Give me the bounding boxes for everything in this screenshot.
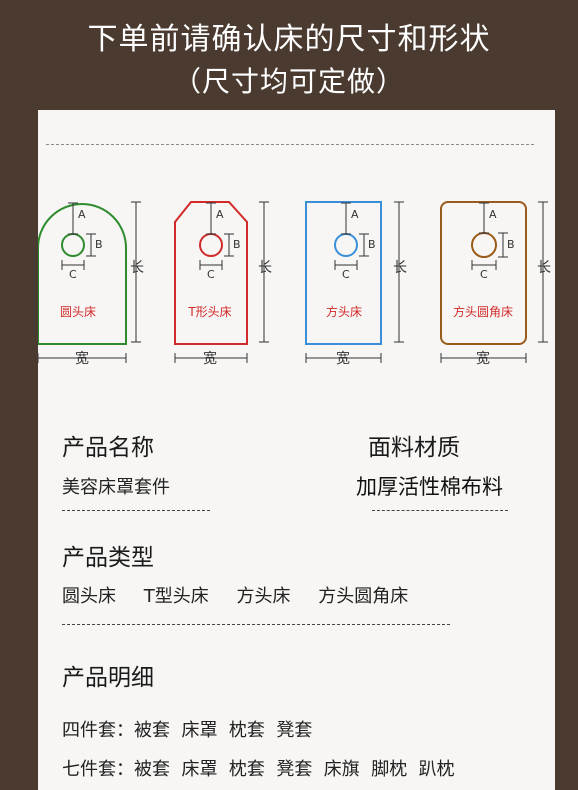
svg-text:A: A (489, 208, 497, 221)
face-hole (61, 233, 85, 257)
product-type-item: 方头床 (236, 586, 291, 607)
bed-label: 方头床 (326, 304, 362, 319)
product-type-heading: 产品类型 (62, 545, 154, 571)
svg-text:长: 长 (537, 260, 551, 276)
svg-text:A: A (351, 208, 359, 221)
svg-text:宽: 宽 (203, 350, 217, 367)
face-hole (199, 233, 223, 257)
bed-diagram-rounded-square-head: A B C 长 宽 方头圆角床 (440, 201, 551, 367)
bed-outline (174, 201, 248, 345)
svg-text:C: C (342, 268, 350, 281)
svg-text:B: B (368, 238, 376, 251)
dim-a-label: A (78, 208, 86, 221)
svg-text:宽: 宽 (336, 350, 350, 367)
face-hole (471, 232, 497, 258)
dim-width-label: 宽 (75, 350, 89, 367)
product-name-divider (62, 510, 210, 511)
bed-diagram-square-head: A B C 长 宽 方头床 (305, 201, 407, 367)
svg-text:C: C (207, 268, 215, 281)
bed-diagram-round-head: A B C 长 宽 圆头床 (38, 201, 144, 367)
bed-outline (440, 201, 527, 345)
svg-text:B: B (507, 238, 515, 251)
svg-text:长: 长 (258, 260, 272, 276)
details-heading: 产品明细 (62, 665, 154, 691)
bed-shape-diagrams: A B C 长 宽 圆头床 A B C 长 宽 T形头床 (38, 201, 551, 367)
bed-label: 圆头床 (60, 305, 96, 319)
dim-c-label: C (69, 268, 77, 281)
details-line-four-piece: 四件套：被套 床罩 枕套 凳套 (62, 720, 313, 741)
svg-text:长: 长 (393, 260, 407, 276)
product-name-value: 美容床罩套件 (62, 477, 170, 498)
product-type-divider (62, 624, 450, 625)
details-line-seven-piece: 七件套：被套 床罩 枕套 凳套 床旗 脚枕 趴枕 (62, 759, 455, 780)
bed-label: 方头圆角床 (453, 304, 513, 319)
header-banner: 下单前请确认床的尺寸和形状 （尺寸均可定做） (0, 0, 578, 110)
page-title: 下单前请确认床的尺寸和形状 (87, 22, 491, 57)
bed-outline (305, 201, 382, 345)
dim-length-label: 长 (130, 260, 144, 276)
bed-label: T形头床 (187, 305, 231, 319)
bed-diagram-t-head: A B C 长 宽 T形头床 (174, 201, 272, 367)
dim-b-label: B (95, 238, 103, 251)
bed-outline (38, 203, 127, 345)
product-type-item: 方头圆角床 (318, 586, 409, 607)
product-type-list: 圆头床 T型头床 方头床 方头圆角床 (62, 582, 430, 608)
fabric-heading: 面料材质 (368, 435, 460, 461)
fabric-divider (372, 510, 508, 511)
svg-text:宽: 宽 (476, 350, 490, 367)
svg-text:B: B (233, 238, 241, 251)
content-card: A B C 长 宽 圆头床 A B C 长 宽 T形头床 (38, 110, 555, 790)
product-type-item: 圆头床 (62, 586, 116, 607)
fabric-value: 加厚活性棉布料 (356, 475, 503, 499)
divider-top (46, 144, 534, 145)
page-subtitle: （尺寸均可定做） (172, 65, 405, 98)
svg-text:C: C (480, 268, 488, 281)
product-type-item: T型头床 (143, 586, 209, 607)
face-hole (334, 233, 358, 257)
product-name-heading: 产品名称 (62, 435, 154, 461)
svg-text:A: A (216, 208, 224, 221)
